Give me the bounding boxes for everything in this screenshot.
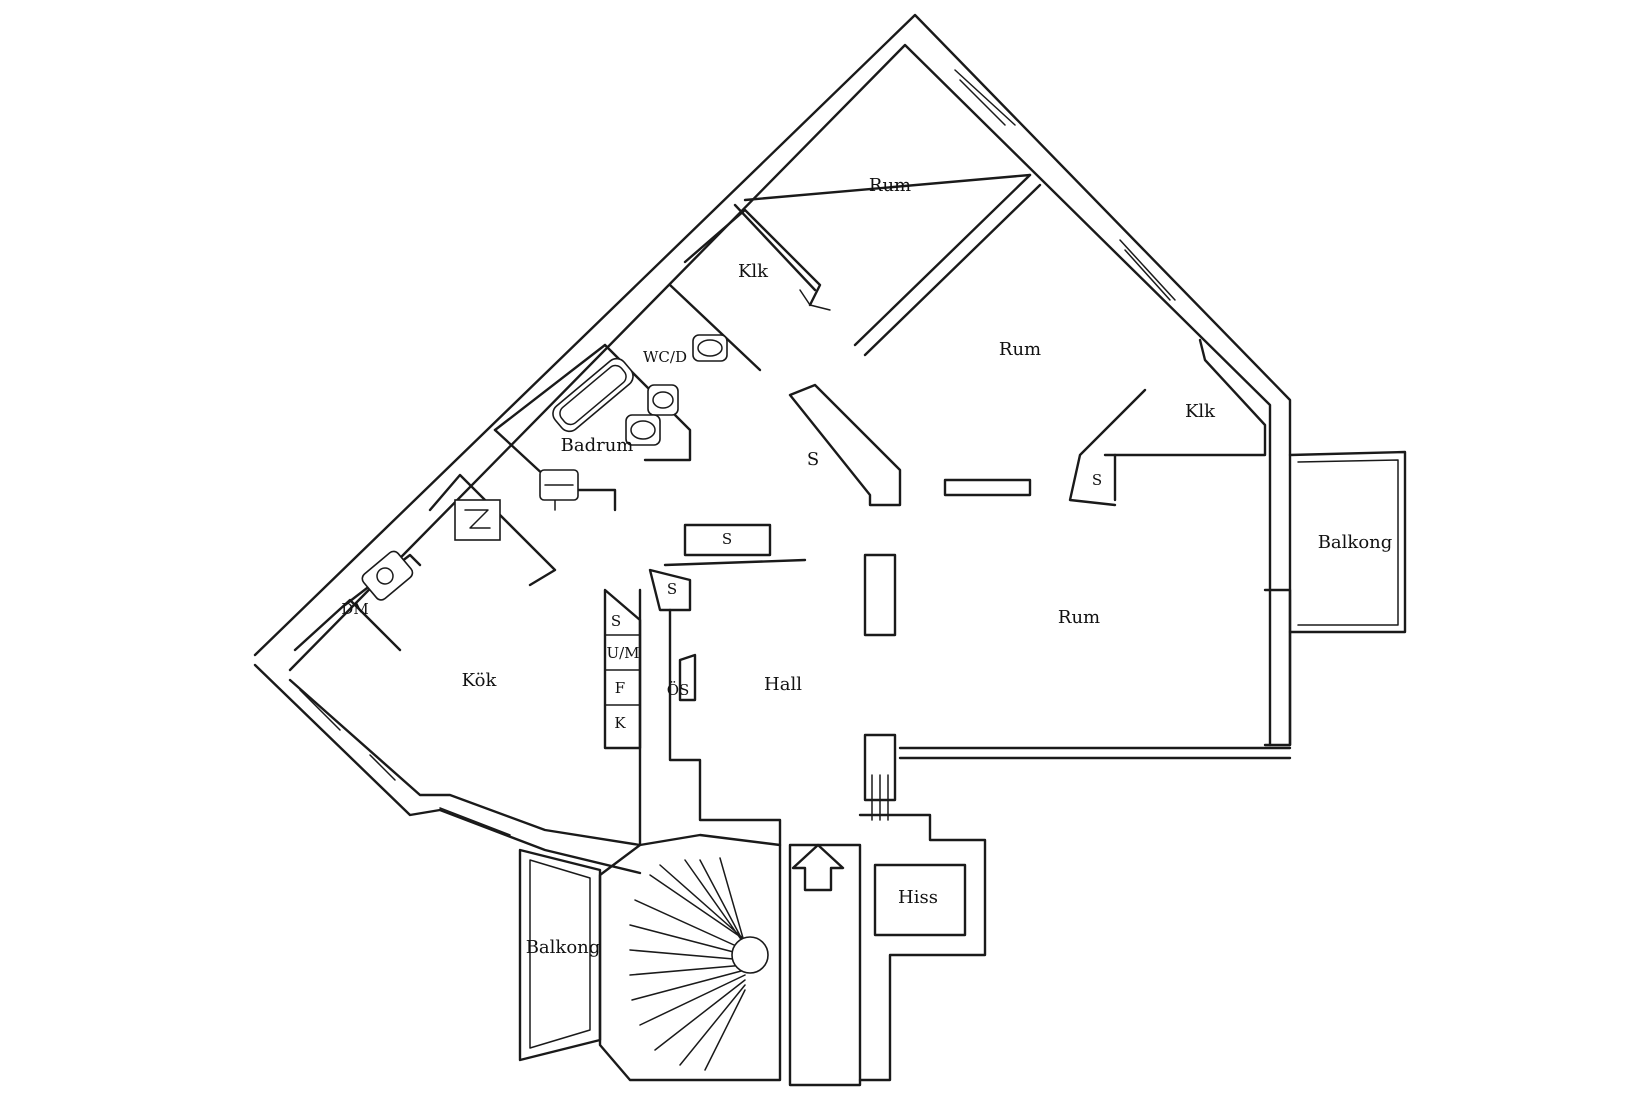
- toilet-icon: [647, 384, 679, 416]
- staircase: [598, 833, 862, 1087]
- label-os: ÖS: [667, 681, 690, 699]
- label-hiss: Hiss: [898, 887, 938, 908]
- label-wc: WC/D: [643, 348, 687, 366]
- label-kok: Kök: [462, 670, 498, 691]
- label-balkong-left: Balkong: [526, 937, 601, 958]
- hall-walls: [648, 383, 987, 1082]
- label-rum-large: Rum: [1058, 607, 1100, 628]
- label-dm: DM: [341, 600, 368, 618]
- kitchen-sink-icon: [361, 550, 414, 601]
- balcony-left-walls: [518, 848, 602, 1062]
- label-s-triangle: S: [1092, 471, 1102, 489]
- label-f: F: [615, 679, 625, 697]
- label-um: U/M: [606, 644, 639, 662]
- label-klk-right: Klk: [1185, 401, 1216, 422]
- kitchen-walls: [293, 499, 642, 847]
- entrance-arrow-icon: [791, 843, 845, 892]
- room-walls-top: [683, 173, 1042, 357]
- label-rum-top: Rum: [869, 175, 911, 196]
- room-labels: Rum Klk WC/D Rum Klk Badrum S S Balkong …: [341, 175, 1392, 958]
- bathroom-sink-icon: [625, 414, 661, 446]
- label-hall: Hall: [764, 674, 802, 695]
- label-s-stack: S: [611, 612, 621, 630]
- label-balkong-right: Balkong: [1318, 532, 1393, 553]
- bathroom-fixtures: [539, 334, 728, 501]
- room-walls-middle: [943, 338, 1267, 507]
- elevator: [873, 863, 967, 937]
- outer-walls: [253, 13, 1292, 875]
- bathtub-icon: [552, 357, 634, 433]
- label-rum-middle: Rum: [999, 339, 1041, 360]
- label-s-hall-top: S: [722, 530, 732, 548]
- label-s-hall-left: S: [667, 580, 677, 598]
- label-klk-top: Klk: [738, 261, 769, 282]
- balcony-right-walls: [1263, 450, 1407, 747]
- label-s-hall-upper: S: [807, 449, 819, 470]
- label-k: K: [614, 714, 626, 732]
- label-badrum: Badrum: [561, 435, 634, 456]
